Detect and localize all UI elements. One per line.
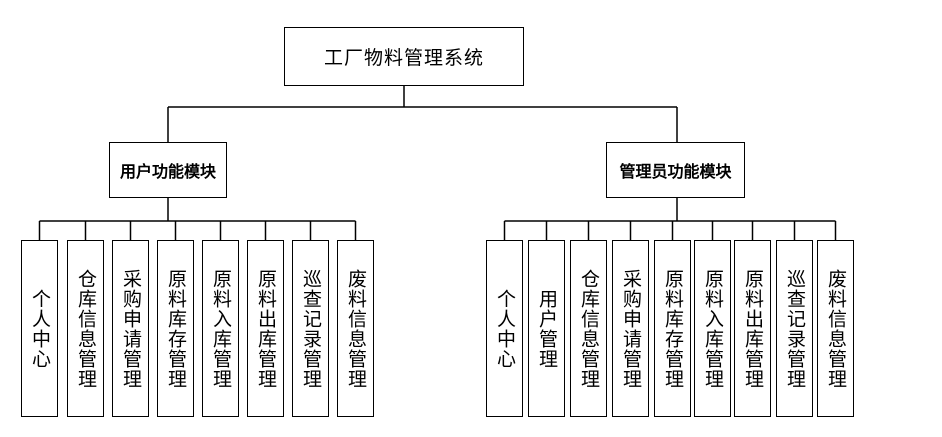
user-leaf-label: 采购申请管理 [120, 268, 142, 389]
admin-leaf-label: 个人中心 [494, 288, 516, 369]
admin-leaf-node: 原料入库管理 [694, 240, 731, 417]
user-leaf-node: 仓库信息管理 [67, 240, 104, 417]
module-node-user: 用户功能模块 [109, 142, 227, 198]
user-leaf-label: 废料信息管理 [345, 268, 367, 389]
user-leaf-label: 原料入库管理 [210, 268, 232, 389]
user-leaf-node: 个人中心 [21, 240, 58, 417]
user-leaf-label: 巡查记录管理 [300, 268, 322, 389]
user-leaf-label: 原料库存管理 [165, 268, 187, 389]
admin-leaf-node: 废料信息管理 [817, 240, 854, 417]
user-leaf-node: 废料信息管理 [337, 240, 374, 417]
root-node-label: 工厂物料管理系统 [323, 47, 484, 69]
user-leaf-node: 原料库存管理 [157, 240, 194, 417]
admin-leaf-node: 原料出库管理 [734, 240, 771, 417]
admin-leaf-label: 废料信息管理 [825, 268, 847, 389]
admin-leaf-label: 采购申请管理 [620, 268, 642, 389]
user-leaf-node: 原料出库管理 [247, 240, 284, 417]
admin-leaf-node: 用户管理 [528, 240, 565, 417]
user-leaf-node: 巡查记录管理 [292, 240, 329, 417]
admin-leaf-node: 个人中心 [486, 240, 523, 417]
admin-leaf-label: 原料库存管理 [662, 268, 684, 389]
module-node-admin-label: 管理员功能模块 [619, 162, 732, 181]
admin-leaf-node: 原料库存管理 [654, 240, 691, 417]
user-leaf-node: 原料入库管理 [202, 240, 239, 417]
user-leaf-label: 原料出库管理 [255, 268, 277, 389]
admin-leaf-label: 巡查记录管理 [784, 268, 806, 389]
admin-leaf-label: 原料出库管理 [742, 268, 764, 389]
admin-leaf-label: 原料入库管理 [702, 268, 724, 389]
module-node-admin: 管理员功能模块 [606, 142, 745, 198]
root-node: 工厂物料管理系统 [284, 27, 524, 86]
admin-leaf-node: 采购申请管理 [612, 240, 649, 417]
module-node-user-label: 用户功能模块 [119, 162, 216, 181]
user-leaf-node: 采购申请管理 [112, 240, 149, 417]
user-leaf-label: 仓库信息管理 [75, 268, 97, 389]
admin-leaf-node: 仓库信息管理 [570, 240, 607, 417]
user-leaf-label: 个人中心 [29, 288, 51, 369]
admin-leaf-label: 用户管理 [536, 288, 558, 369]
admin-leaf-label: 仓库信息管理 [578, 268, 600, 389]
admin-leaf-node: 巡查记录管理 [776, 240, 813, 417]
